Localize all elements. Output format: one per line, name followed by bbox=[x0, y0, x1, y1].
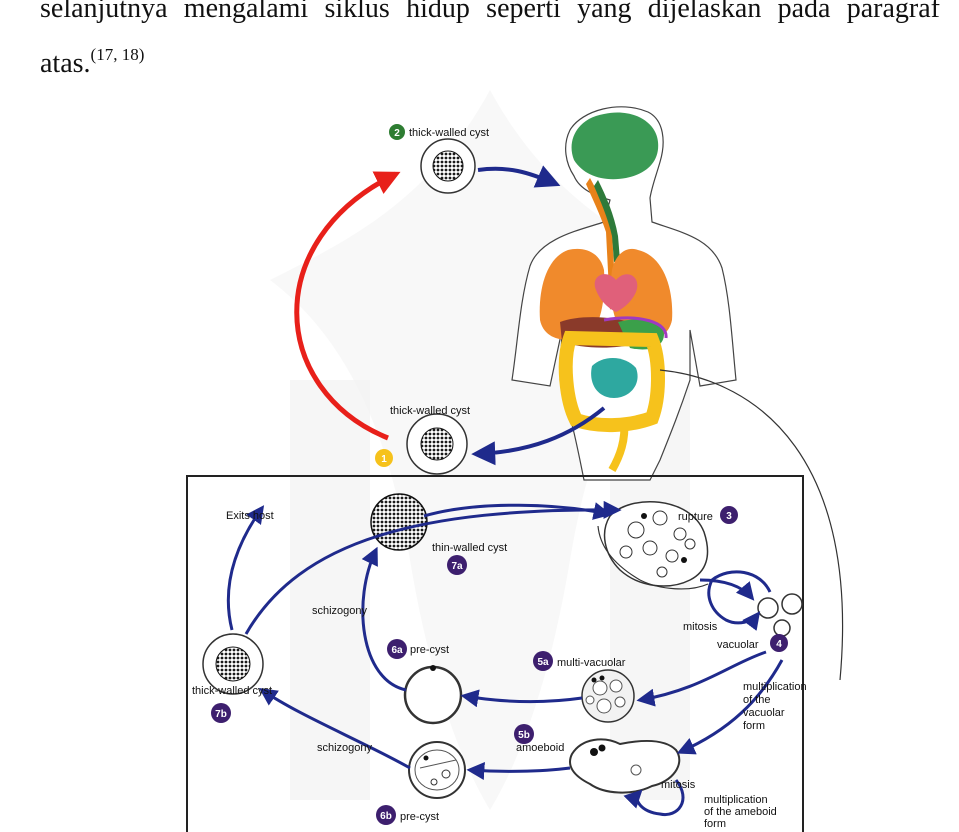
arrow-amoeboid-to-precyst-b bbox=[470, 768, 570, 771]
badge-7a-text: 7a bbox=[451, 561, 463, 572]
badge-6a-text: 6a bbox=[391, 645, 403, 656]
red-transmission-arrow bbox=[297, 174, 396, 438]
label-multiplication-vacuolar-3: vacuolar bbox=[743, 707, 785, 719]
arrow-cyst-to-host bbox=[478, 169, 556, 184]
label-multiplication-vacuolar-2: of the bbox=[743, 694, 771, 706]
arrow-7b-to-rupture bbox=[246, 510, 618, 634]
arrow-7a-to-rupture bbox=[424, 505, 608, 516]
badge-3-text: 3 bbox=[726, 511, 732, 522]
label-schizogony-1: schizogony bbox=[312, 605, 368, 617]
label-thick-walled-cyst-top: thick-walled cyst bbox=[409, 127, 489, 139]
label-mitosis-1: mitosis bbox=[683, 621, 718, 633]
badge-4-text: 4 bbox=[776, 639, 782, 650]
arrow-schizogony-a bbox=[363, 550, 406, 690]
label-multiplication-amoeboid-3: form bbox=[704, 818, 726, 830]
thick-walled-cyst-7b-inner bbox=[216, 647, 250, 681]
human-body-figure bbox=[512, 107, 736, 480]
pre-cyst-6b bbox=[409, 742, 465, 798]
badge-6b-text: 6b bbox=[380, 811, 392, 822]
label-schizogony-2: schizogony bbox=[317, 742, 373, 754]
label-vacuolar: vacuolar bbox=[717, 639, 759, 651]
label-multi-vacuolar: multi-vacuolar bbox=[557, 657, 626, 669]
thin-walled-cyst-7a bbox=[371, 494, 427, 550]
cyst-mid-inner bbox=[421, 428, 453, 460]
label-pre-cyst-b: pre-cyst bbox=[400, 811, 439, 823]
brain bbox=[572, 112, 659, 179]
badge-2-text: 2 bbox=[394, 128, 400, 139]
label-amoeboid: amoeboid bbox=[516, 742, 564, 754]
badge-1-text: 1 bbox=[381, 454, 387, 465]
arrow-schizogony-b bbox=[262, 690, 410, 768]
label-rupture: rupture bbox=[678, 511, 713, 523]
label-thick-walled-cyst-left: thick-walled cyst bbox=[192, 685, 272, 697]
badge-5b-text: 5b bbox=[518, 730, 530, 741]
multi-vacuolar-5a bbox=[582, 670, 634, 722]
label-multiplication-amoeboid-1: multiplication bbox=[704, 794, 768, 806]
pre-cyst-6a-nucleus bbox=[430, 665, 436, 671]
label-pre-cyst-a: pre-cyst bbox=[410, 644, 449, 656]
arrow-vacuolar-to-amoeboid bbox=[680, 660, 782, 752]
pre-cyst-6a bbox=[405, 667, 461, 723]
arrow-exits-host bbox=[228, 508, 262, 630]
label-multiplication-amoeboid-2: of the ameboid bbox=[704, 806, 777, 818]
label-thin-walled-cyst: thin-walled cyst bbox=[432, 542, 507, 554]
label-exits-host: Exits host bbox=[226, 510, 274, 522]
badge-7b-text: 7b bbox=[215, 709, 227, 720]
life-cycle-box bbox=[187, 476, 803, 832]
label-thick-walled-cyst-mid: thick-walled cyst bbox=[390, 405, 470, 417]
vacuolar-forms-4 bbox=[758, 594, 802, 636]
label-multiplication-vacuolar-4: form bbox=[743, 720, 765, 732]
label-mitosis-2: mitosis bbox=[661, 779, 696, 791]
arrow-multi-to-precyst-a bbox=[464, 696, 582, 702]
label-multiplication-vacuolar-1: multiplication bbox=[743, 681, 807, 693]
badge-5a-text: 5a bbox=[537, 657, 549, 668]
cyst-top-inner bbox=[433, 151, 463, 181]
